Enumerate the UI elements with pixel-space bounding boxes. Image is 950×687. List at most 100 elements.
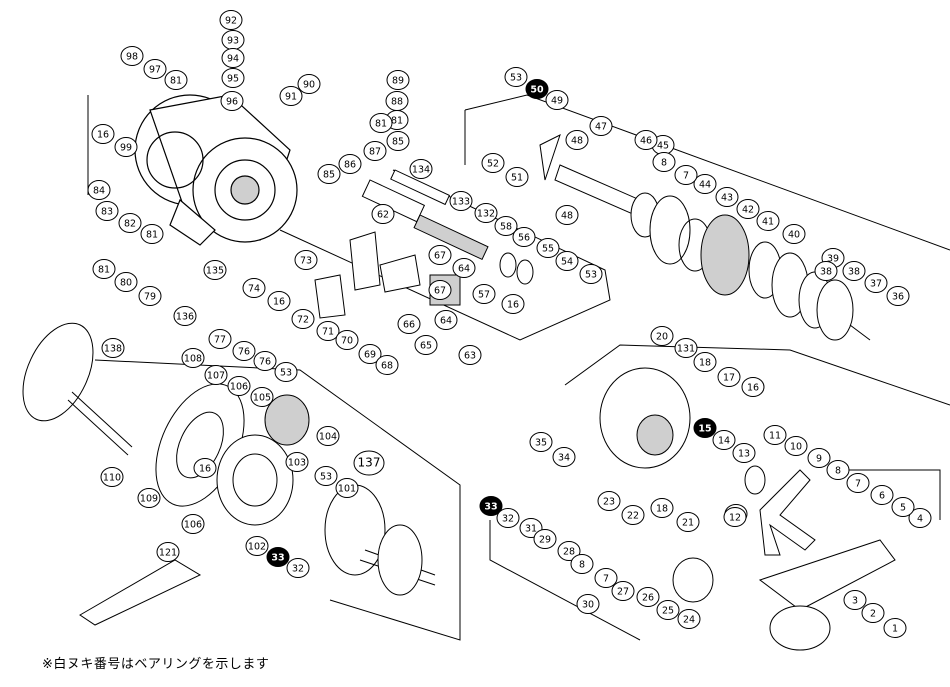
label-badge	[472, 284, 496, 304]
label-number: 55	[542, 244, 554, 255]
label-number: 18	[699, 358, 711, 369]
label-number: 53	[510, 73, 522, 84]
label-badge	[138, 286, 162, 306]
part-label-34: 34	[552, 447, 576, 467]
label-number: 76	[259, 357, 271, 368]
part-label-48: 48	[555, 205, 579, 225]
label-number: 24	[683, 615, 695, 626]
label-number: 133	[452, 197, 470, 208]
label-number: 48	[571, 136, 583, 147]
label-badge	[693, 418, 717, 438]
part-label-22: 22	[621, 505, 645, 525]
part-label-33-bearing: 33	[479, 496, 503, 516]
label-badge	[100, 467, 124, 487]
part-label-8: 8	[826, 460, 850, 480]
part-label-7: 7	[846, 473, 870, 493]
label-badge	[505, 167, 529, 187]
label-number: 8	[661, 158, 667, 169]
label-number: 9	[816, 454, 822, 465]
label-badge	[479, 496, 503, 516]
label-badge	[335, 478, 359, 498]
label-badge	[594, 568, 618, 588]
part-label-7: 7	[674, 165, 698, 185]
label-badge	[143, 59, 167, 79]
part-label-2: 2	[861, 603, 885, 623]
part-labels: 1234567891011121213141516171820131353418…	[87, 10, 932, 638]
label-number: 16	[273, 297, 285, 308]
label-number: 81	[98, 265, 110, 276]
label-badge	[677, 609, 701, 629]
label-number: 66	[403, 320, 415, 331]
part-label-109: 109	[137, 488, 161, 508]
label-number: 27	[617, 587, 629, 598]
label-badge	[335, 330, 359, 350]
label-number: 97	[149, 65, 161, 76]
label-number: 31	[525, 524, 537, 535]
label-number: 18	[656, 504, 668, 515]
label-badge	[386, 70, 410, 90]
label-number: 135	[206, 266, 224, 277]
label-badge	[114, 137, 138, 157]
label-number: 83	[101, 207, 113, 218]
part-label-67: 67	[428, 280, 452, 300]
label-badge	[504, 67, 528, 87]
label-badge	[164, 70, 188, 90]
part-label-70: 70	[335, 330, 359, 350]
part-label-99: 99	[114, 137, 138, 157]
label-number: 107	[207, 371, 225, 382]
label-number: 38	[820, 267, 832, 278]
part-label-64: 64	[452, 258, 476, 278]
part-label-76: 76	[232, 341, 256, 361]
part-label-38: 38	[814, 261, 838, 281]
part-label-96: 96	[220, 91, 244, 111]
part-label-8: 8	[652, 152, 676, 172]
label-number: 56	[518, 233, 530, 244]
part-label-56: 56	[512, 227, 536, 247]
part-label-57: 57	[472, 284, 496, 304]
part-label-44: 44	[693, 174, 717, 194]
part-label-74: 74	[242, 278, 266, 298]
label-number: 50	[530, 85, 544, 96]
label-number: 84	[93, 186, 105, 197]
part-label-103: 103	[285, 452, 309, 472]
part-label-102: 102	[245, 536, 269, 556]
label-badge	[232, 341, 256, 361]
part-label-3: 3	[843, 590, 867, 610]
label-badge	[814, 261, 838, 281]
part-label-66: 66	[397, 314, 421, 334]
label-number: 10	[790, 442, 802, 453]
part-label-138: 138	[101, 338, 125, 358]
label-badge	[114, 272, 138, 292]
label-badge	[807, 448, 831, 468]
label-number: 88	[391, 97, 403, 108]
label-badge	[870, 485, 894, 505]
drive-gear-stack	[630, 192, 871, 341]
star-drag	[744, 465, 816, 556]
label-number: 63	[464, 351, 476, 362]
label-number: 74	[248, 284, 260, 295]
part-label-51: 51	[505, 167, 529, 187]
part-label-90: 90	[297, 74, 321, 94]
label-number: 65	[420, 341, 432, 352]
label-badge	[253, 351, 277, 371]
label-badge	[908, 508, 932, 528]
label-number: 105	[253, 393, 271, 404]
label-number: 106	[184, 520, 202, 531]
label-badge	[221, 48, 245, 68]
label-number: 96	[226, 97, 238, 108]
label-number: 45	[657, 141, 669, 152]
label-number: 52	[487, 159, 499, 170]
label-number: 64	[440, 316, 452, 327]
part-label-133: 133	[449, 191, 473, 211]
label-number: 81	[146, 230, 158, 241]
label-number: 57	[478, 290, 490, 301]
label-number: 131	[677, 344, 695, 355]
label-badge	[674, 338, 698, 358]
label-number: 101	[338, 484, 356, 495]
label-number: 14	[718, 436, 730, 447]
label-number: 110	[103, 473, 121, 484]
label-number: 32	[502, 514, 514, 525]
part-label-81: 81	[92, 259, 116, 279]
part-label-86: 86	[338, 154, 362, 174]
